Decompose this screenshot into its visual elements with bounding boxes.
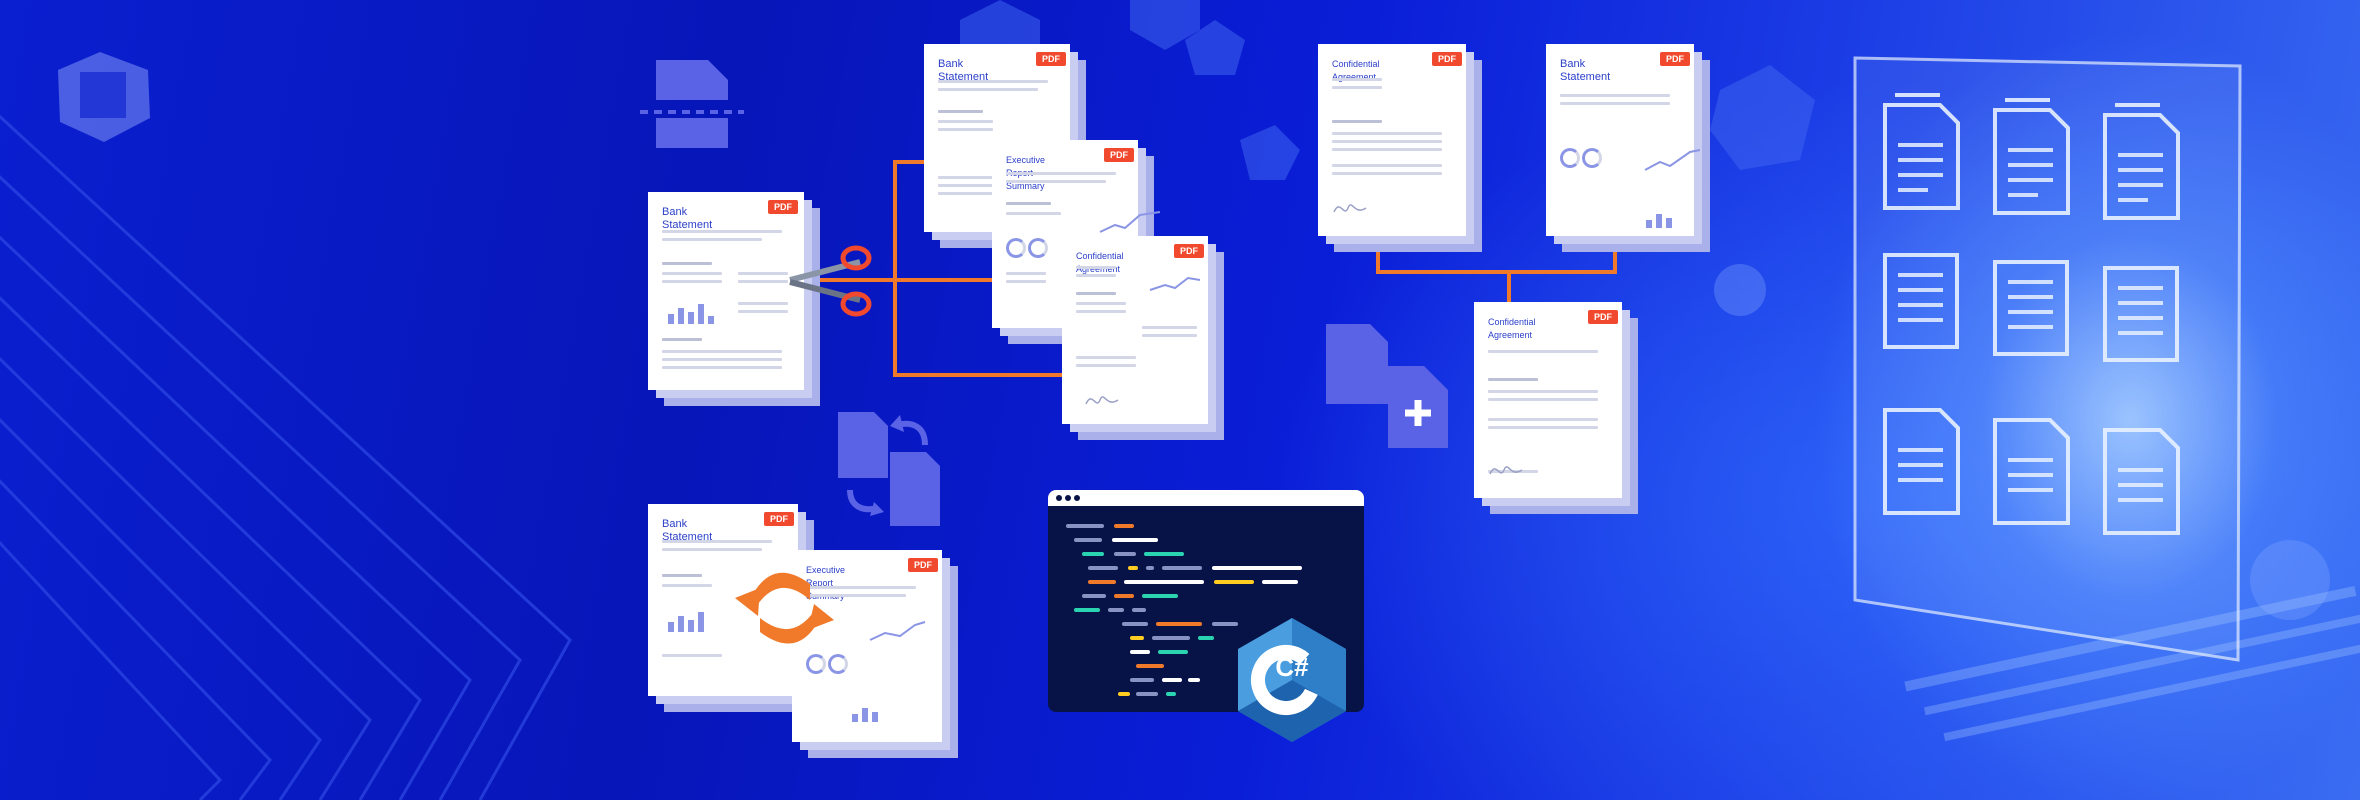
pdf-badge: PDF — [768, 200, 798, 214]
pdf-badge: PDF — [908, 558, 938, 572]
document-title: Confidential Agreement — [1488, 317, 1536, 340]
holographic-screen — [1853, 56, 2242, 662]
document-title: Confidential Agreement — [1076, 251, 1124, 274]
pdf-badge: PDF — [1432, 52, 1462, 66]
pdf-badge: PDF — [1036, 52, 1066, 66]
pdf-badge: PDF — [1174, 244, 1204, 258]
csharp-logo-label: C# — [1275, 652, 1309, 682]
pdf-badge: PDF — [764, 512, 794, 526]
document-title: Bank Statement — [662, 206, 713, 231]
pdf-badge: PDF — [1660, 52, 1690, 66]
code-editor-titlebar — [1048, 490, 1364, 506]
pdf-badge: PDF — [1588, 310, 1618, 324]
document-title: Confidential Agreement — [1332, 59, 1380, 82]
pdf-badge: PDF — [1104, 148, 1134, 162]
document-title: Bank Statement — [1560, 58, 1611, 83]
